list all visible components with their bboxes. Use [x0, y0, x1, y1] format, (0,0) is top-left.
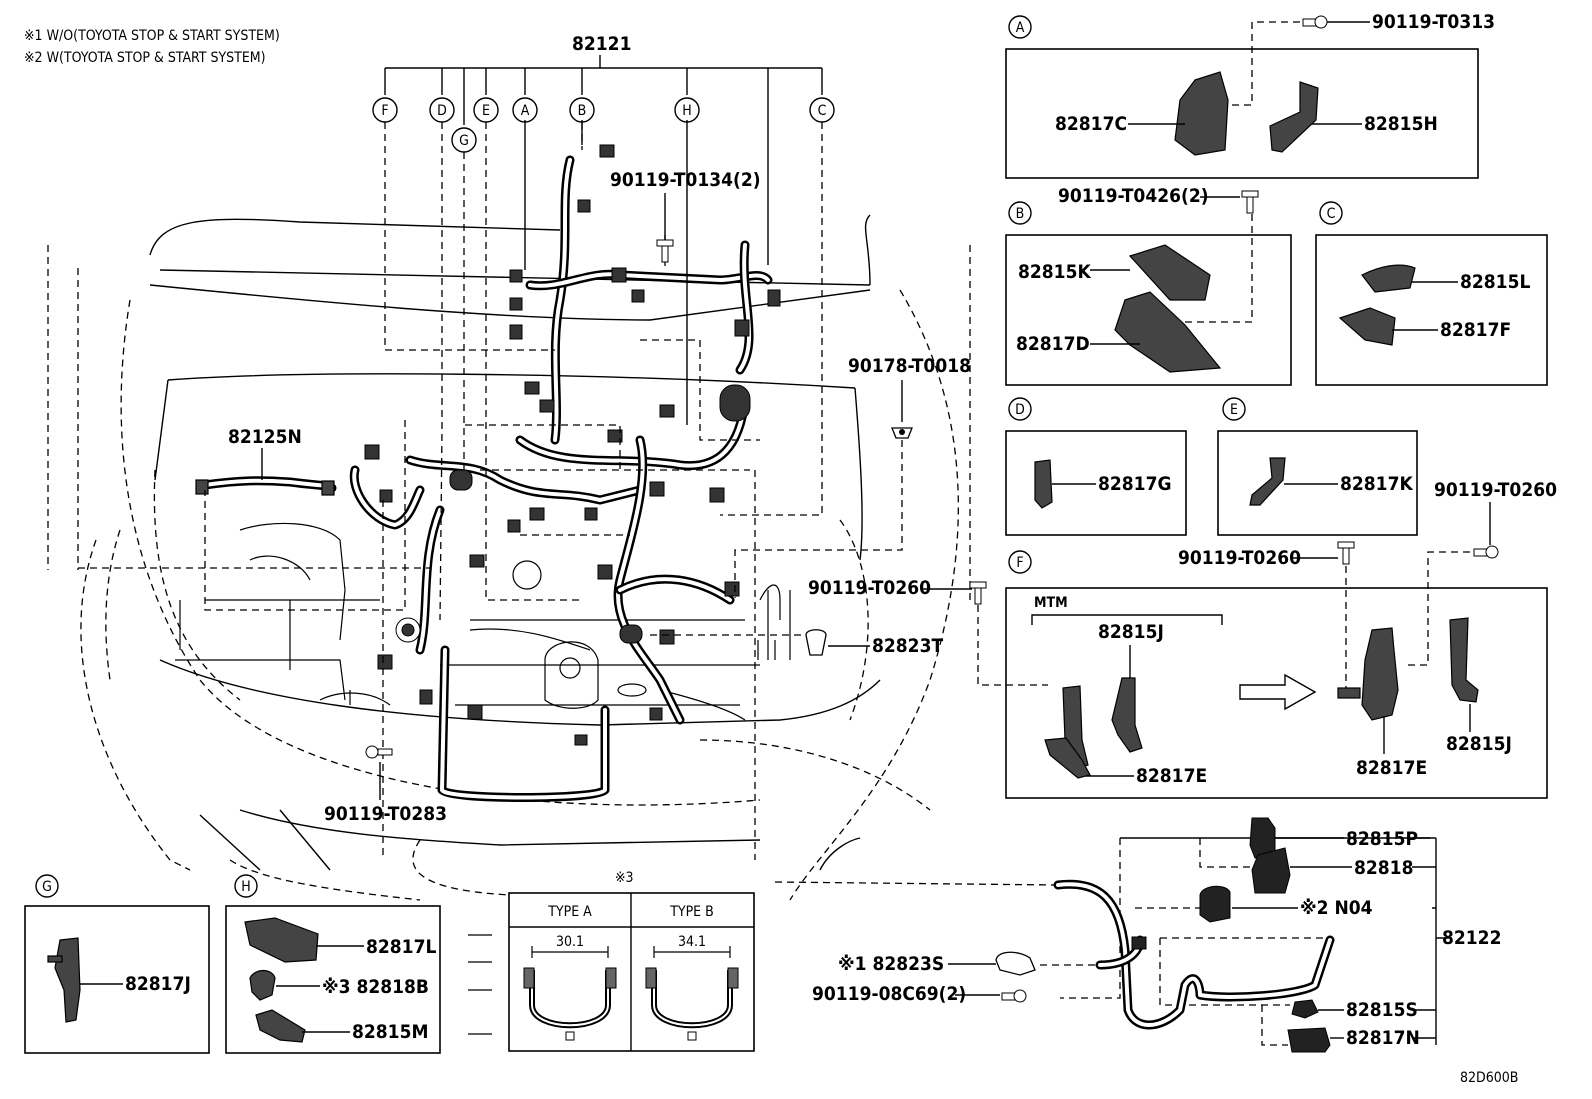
label-82815S[interactable]: 82815S [1346, 999, 1418, 1021]
label-82817K[interactable]: 82817K [1340, 473, 1413, 495]
svg-text:H: H [682, 103, 691, 119]
detail-B: 90119-T0426(2) B 82815K 82817D [1005, 185, 1292, 386]
label-82817E-right[interactable]: 82817E [1356, 757, 1427, 779]
svg-text:B: B [1016, 206, 1025, 222]
engine-bay-outline [47, 214, 971, 901]
callout-H[interactable]: H [674, 97, 700, 123]
label-82815J-left[interactable]: 82815J [1098, 621, 1164, 643]
callout-G[interactable]: G [451, 127, 477, 153]
svg-text:E: E [482, 103, 490, 119]
sub-harness-82122: 82815P 82818 ※2 N04 82122 ※1 82823S 9011… [774, 817, 1501, 1053]
label-82817G[interactable]: 82817G [1098, 473, 1172, 495]
label-mtm: MTM [1034, 595, 1068, 611]
bolt-icon [1241, 190, 1259, 214]
label-82815M[interactable]: 82815M [352, 1021, 428, 1043]
label-82817J[interactable]: 82817J [125, 973, 191, 995]
clip-icon [891, 427, 913, 439]
label-82125N[interactable]: 82125N [228, 426, 302, 448]
label-82122[interactable]: 82122 [1442, 927, 1501, 949]
bolt-icon [1302, 15, 1328, 29]
svg-text:D: D [437, 103, 447, 119]
bolt-icon [1473, 545, 1499, 559]
main-harness-leaders: 82121 [78, 33, 823, 860]
label-N04[interactable]: ※2 N04 [1300, 897, 1373, 919]
label-82817N[interactable]: 82817N [1346, 1027, 1420, 1049]
label-82815J-right[interactable]: 82815J [1446, 733, 1512, 755]
label-90119-T0134[interactable]: 90119-T0134(2) [610, 169, 761, 191]
detail-D: D 82817G [1005, 397, 1187, 536]
detail-G: G 82817J [24, 874, 210, 1054]
detail-H: H 82817L ※3 82818B 82815M [225, 874, 441, 1054]
callout-C[interactable]: C [809, 97, 835, 123]
svg-text:F: F [1016, 555, 1023, 571]
clamp-b-icon [645, 967, 739, 1041]
label-82817E-left[interactable]: 82817E [1136, 765, 1207, 787]
callout-row: F D G E A B H C [372, 97, 835, 153]
label-82817L[interactable]: 82817L [366, 936, 436, 958]
callout-F[interactable]: F [372, 97, 398, 123]
detail-A: A 90119-T0313 82817C 82815H [1005, 11, 1495, 179]
label-82823S[interactable]: ※1 82823S [838, 953, 944, 975]
svg-text:A: A [1016, 20, 1025, 36]
svg-text:B: B [578, 103, 587, 119]
bolt-icon [656, 239, 674, 263]
clamp-type-table: ※3 TYPE A TYPE B 30.1 34.1 [468, 870, 755, 1052]
clamp-a-icon [523, 967, 617, 1041]
note-2: ※2 W(TOYOTA STOP & START SYSTEM) [24, 50, 266, 66]
label-type-b: TYPE B [669, 904, 714, 920]
label-82818[interactable]: 82818 [1354, 857, 1413, 879]
detail-E: E 82817K [1217, 397, 1418, 536]
label-90119-T0260-right[interactable]: 90119-T0260 [1434, 479, 1557, 501]
label-82815K[interactable]: 82815K [1018, 261, 1091, 283]
bolt-icon [1001, 989, 1027, 1003]
callout-B[interactable]: B [569, 97, 595, 123]
bolt-icon [969, 581, 987, 605]
label-90119-08C69[interactable]: 90119-08C69(2) [812, 983, 966, 1005]
label-90119-T0313[interactable]: 90119-T0313 [1372, 11, 1495, 33]
label-dim-b: 34.1 [678, 934, 706, 950]
label-82817D[interactable]: 82817D [1016, 333, 1090, 355]
svg-text:C: C [1327, 206, 1336, 222]
callout-E[interactable]: E [473, 97, 499, 123]
engine-wire-harness [195, 144, 781, 802]
svg-text:F: F [381, 103, 388, 119]
label-type-a: TYPE A [547, 904, 592, 920]
label-82817C[interactable]: 82817C [1055, 113, 1127, 135]
clip-icon [805, 629, 827, 656]
label-82818B[interactable]: ※3 82818B [322, 976, 429, 998]
bolt-icon [365, 745, 393, 759]
detail-C: C 82815L 82817F [1315, 201, 1548, 386]
svg-text:A: A [521, 103, 530, 119]
svg-text:G: G [42, 879, 52, 895]
label-90119-T0283[interactable]: 90119-T0283 [324, 803, 447, 825]
label-82823T[interactable]: 82823T [872, 635, 943, 657]
label-82815L[interactable]: 82815L [1460, 271, 1530, 293]
label-note-3: ※3 [615, 870, 634, 886]
label-dim-a: 30.1 [556, 934, 584, 950]
clip-icon [995, 951, 1036, 976]
bolt-icon [1337, 541, 1355, 565]
engine-part-labels: 90119-T0134(2) 82125N 90178-T0018 90119-… [228, 169, 1048, 825]
label-82815P[interactable]: 82815P [1346, 828, 1418, 850]
diagram-code: 82D600B [1460, 1070, 1518, 1086]
callout-A[interactable]: A [512, 97, 538, 123]
arrow-right-icon [1239, 673, 1317, 711]
note-1: ※1 W/O(TOYOTA STOP & START SYSTEM) [24, 28, 280, 44]
svg-text:E: E [1230, 402, 1238, 418]
label-90178-T0018[interactable]: 90178-T0018 [848, 355, 971, 377]
callout-D[interactable]: D [429, 97, 455, 123]
label-90119-T0426[interactable]: 90119-T0426(2) [1058, 185, 1209, 207]
svg-text:G: G [459, 133, 469, 149]
label-82817F[interactable]: 82817F [1440, 319, 1511, 341]
label-82815H[interactable]: 82815H [1364, 113, 1438, 135]
svg-text:C: C [818, 103, 827, 119]
label-90119-T0260[interactable]: 90119-T0260 [808, 577, 931, 599]
svg-text:H: H [241, 879, 250, 895]
part-82121: 82121 [572, 33, 631, 55]
svg-text:D: D [1015, 402, 1025, 418]
detail-F: 90119-T0260 90119-T0260 F MTM 82815J 828… [1005, 479, 1557, 799]
label-90119-T0260-left[interactable]: 90119-T0260 [1178, 547, 1301, 569]
